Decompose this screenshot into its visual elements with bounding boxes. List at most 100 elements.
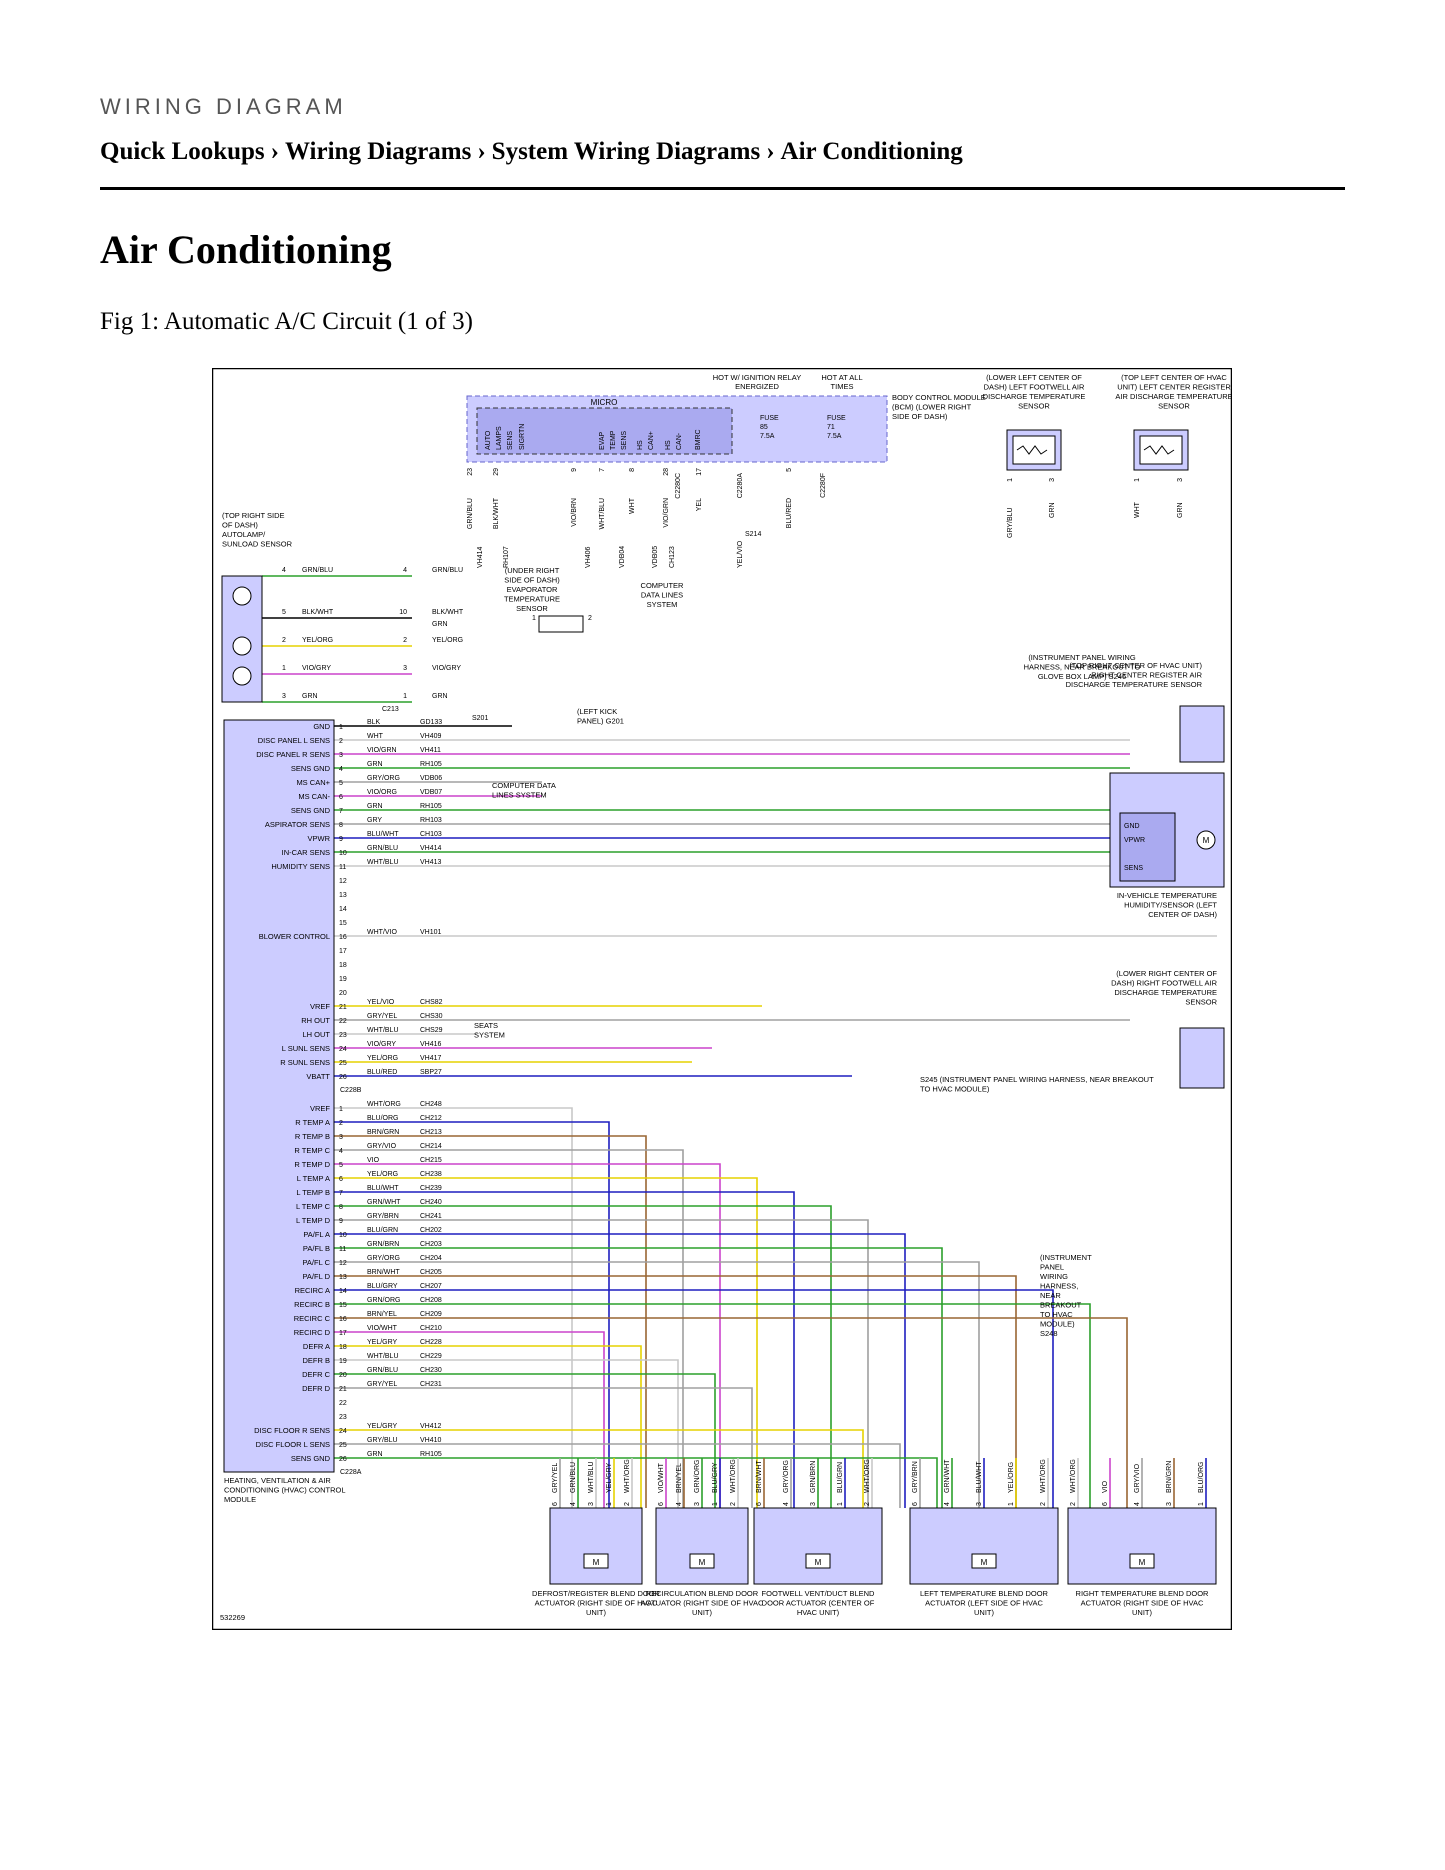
c228b-wire-color: BLU/WHT: [367, 831, 399, 838]
autolamp-wire2-color: BLK/WHT: [432, 609, 464, 616]
actuator-pin: 1: [837, 1502, 844, 1506]
in-vehicle-sensor-label: HUMIDITY/SENSOR (LEFT: [1124, 901, 1217, 910]
c228a-wire: [334, 1387, 753, 1508]
hot-ignition-label: ENERGIZED: [735, 382, 779, 391]
c228b-circuit: CHS30: [420, 1013, 443, 1020]
actuator-label: ACTUATOR (RIGHT SIDE OF HVAC: [1081, 1599, 1204, 1608]
c228b-pin-number: 3: [339, 752, 343, 759]
bcm-pin-number: 8: [629, 468, 636, 472]
c228a-circuit: CH213: [420, 1129, 442, 1136]
breadcrumb-item[interactable]: Air Conditioning: [780, 138, 963, 165]
breadcrumb-separator: ›: [477, 138, 486, 165]
c228a-wire-color: YEL/GRY: [367, 1423, 398, 1430]
computer-data-lines-label-2: LINES SYSTEM: [492, 791, 547, 800]
c228b-pin-number: 15: [339, 920, 347, 927]
actuator-wire-color: GRY/BRN: [912, 1461, 919, 1493]
breadcrumb-item[interactable]: Wiring Diagrams: [285, 138, 472, 165]
c228a-pin-name: DEFR A: [303, 1342, 330, 1351]
c228a-pin-name: L TEMP D: [296, 1216, 331, 1225]
hot-at-all-times-label: TIMES: [831, 382, 854, 391]
c228b-pin-name: ASPIRATOR SENS: [265, 820, 330, 829]
connector-c2280c: C2280C: [675, 473, 682, 499]
actuator-motor-icon: [583, 1553, 609, 1569]
left-footwell-sensor-thermistor: [1016, 445, 1048, 455]
actuator-label: RECIRCULATION BLEND DOOR: [646, 1589, 759, 1598]
in-vehicle-pin-name: SENS: [1124, 865, 1143, 872]
autolamp-wire2-color: GRN/BLU: [432, 567, 463, 574]
right-center-register-label: RIGHT CENTER REGISTER AIR: [1091, 671, 1202, 680]
connector-c2280f: C2280F: [820, 473, 827, 498]
right-center-register-label: DISCHARGE TEMPERATURE SENSOR: [1066, 680, 1203, 689]
c228a-wire: [334, 1219, 869, 1508]
c228a-wire-color: GRN/WHT: [367, 1199, 401, 1206]
c228b-wire-color: YEL/VIO: [367, 999, 395, 1006]
evap-sensor-label: SENSOR: [516, 604, 548, 613]
actuator-motor-label: M: [593, 1558, 600, 1567]
hvac-module-label: HEATING, VENTILATION & AIR: [224, 1476, 331, 1485]
blend-door-actuator: [909, 1507, 1059, 1585]
c228a-circuit: CH239: [420, 1185, 442, 1192]
actuator-label: LEFT TEMPERATURE BLEND DOOR: [920, 1589, 1049, 1598]
c228b-circuit: VH411: [420, 747, 441, 754]
left-footwell-sensor-inner: [1012, 435, 1056, 465]
c228a-pin-name: R TEMP B: [295, 1132, 330, 1141]
autolamp-pin2: 3: [403, 665, 407, 672]
bcm-micro: [476, 407, 733, 455]
connector-c228a: C228A: [340, 1469, 362, 1476]
computer-data-lines-label: SYSTEM: [647, 600, 678, 609]
actuator-wire-color: WHT/ORG: [624, 1459, 631, 1493]
connector-c228b: C228B: [340, 1087, 362, 1094]
breadcrumb-item[interactable]: Quick Lookups: [100, 138, 265, 165]
seats-system-label: SYSTEM: [474, 1031, 505, 1040]
c228a-pin-name: L TEMP C: [296, 1202, 331, 1211]
c228a-wire: [334, 1205, 832, 1508]
breadcrumb-item[interactable]: System Wiring Diagrams: [491, 138, 761, 165]
bcm-pin-name: TEMP: [610, 430, 617, 450]
right-footwell-label: DASH) RIGHT FOOTWELL AIR: [1111, 979, 1217, 988]
c228b-pin-number: 19: [339, 976, 347, 983]
c228b-circuit: VDB07: [420, 789, 442, 796]
bcm-wire-color: WHT: [629, 497, 636, 514]
actuator-pin: 2: [864, 1502, 871, 1506]
bcm-pin-number: 7: [599, 468, 606, 472]
c228a-wire-color: BRN/GRN: [367, 1129, 399, 1136]
c228a-wire-color: WHT/ORG: [367, 1101, 401, 1108]
c228a-wire: [334, 1457, 938, 1508]
c228b-pin-name: VPWR: [308, 834, 331, 843]
c228b-pin-number: 6: [339, 794, 343, 801]
actuator-wire-color: GRN/ORG: [694, 1460, 701, 1493]
c228a-circuit: CH230: [420, 1367, 442, 1374]
left-footwell-label: (LOWER LEFT CENTER OF: [986, 373, 1082, 382]
c228b-pin-name: DISC PANEL R SENS: [256, 750, 330, 759]
actuator-label: UNIT): [586, 1608, 606, 1617]
c228b-wire-color: BLU/RED: [367, 1069, 397, 1076]
c228a-pin-name: DEFR C: [302, 1370, 331, 1379]
c228b-circuit: VH416: [420, 1041, 442, 1048]
c228a-pin-name: RECIRC D: [294, 1328, 331, 1337]
c228a-pin-number: 11: [339, 1246, 346, 1253]
sensor-wire: GRN: [1177, 502, 1184, 518]
c228b-pin-number: 26: [339, 1074, 347, 1081]
autolamp-pin: 2: [282, 637, 286, 644]
autolamp-pin2: 1: [403, 693, 407, 700]
c228a-pin-number: 7: [339, 1190, 343, 1197]
blend-door-actuator: [655, 1507, 749, 1585]
actuator-pin: 3: [810, 1502, 817, 1506]
bcm-label: BODY CONTROL MODULE: [892, 393, 986, 402]
c228a-pin-number: 21: [339, 1386, 347, 1393]
c228b-pin-number: 21: [339, 1004, 347, 1011]
splice-s248-label: S248: [1040, 1329, 1058, 1338]
autolamp-pin: 1: [282, 665, 286, 672]
c228a-pin-number: 16: [339, 1316, 347, 1323]
autolamp-label: AUTOLAMP/: [222, 530, 266, 539]
actuator-pin: 3: [1166, 1502, 1173, 1506]
fuse-85-label: 7.5A: [760, 433, 775, 440]
c228a-wire: [334, 1289, 1054, 1508]
c228a-circuit: VH412: [420, 1423, 442, 1430]
c228a-pin-number: 20: [339, 1372, 347, 1379]
bcm-wire-color: GRN/BLU: [467, 498, 474, 529]
autolamp-wire2-color: GRN: [432, 693, 448, 700]
autolamp-pin: 5: [282, 609, 286, 616]
actuator-motor-icon: [805, 1553, 831, 1569]
autolamp-wire2-color: VIO/GRY: [432, 665, 461, 672]
